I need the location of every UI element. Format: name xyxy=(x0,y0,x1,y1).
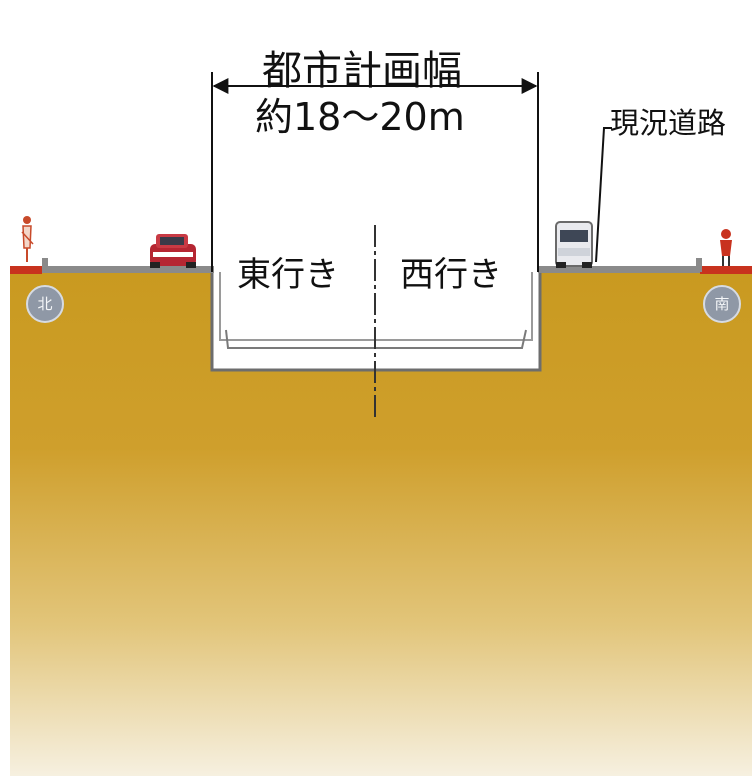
north-marker: 北 xyxy=(26,285,64,323)
planning-width-title: 都市計画幅 xyxy=(262,48,462,94)
pedestrian-icon xyxy=(720,229,732,266)
south-marker: 南 xyxy=(703,285,741,323)
surface-edge-left xyxy=(10,266,42,274)
curb-right xyxy=(696,258,702,272)
curb-left xyxy=(42,258,48,272)
pedestrian-icon xyxy=(21,216,34,262)
eastbound-lane-label: 東行き xyxy=(237,255,339,295)
surface-road-right xyxy=(538,266,702,273)
surface-road-left xyxy=(40,266,214,273)
road-leader-line xyxy=(595,127,612,263)
trench xyxy=(212,272,540,370)
car-icon xyxy=(150,234,196,268)
truck-icon xyxy=(555,221,593,268)
surface-edge-right xyxy=(700,266,752,274)
westbound-lane-label: 西行き xyxy=(400,255,502,295)
planning-width-value: 約18～20m xyxy=(255,95,465,139)
existing-road-label: 現況道路 xyxy=(610,106,727,140)
